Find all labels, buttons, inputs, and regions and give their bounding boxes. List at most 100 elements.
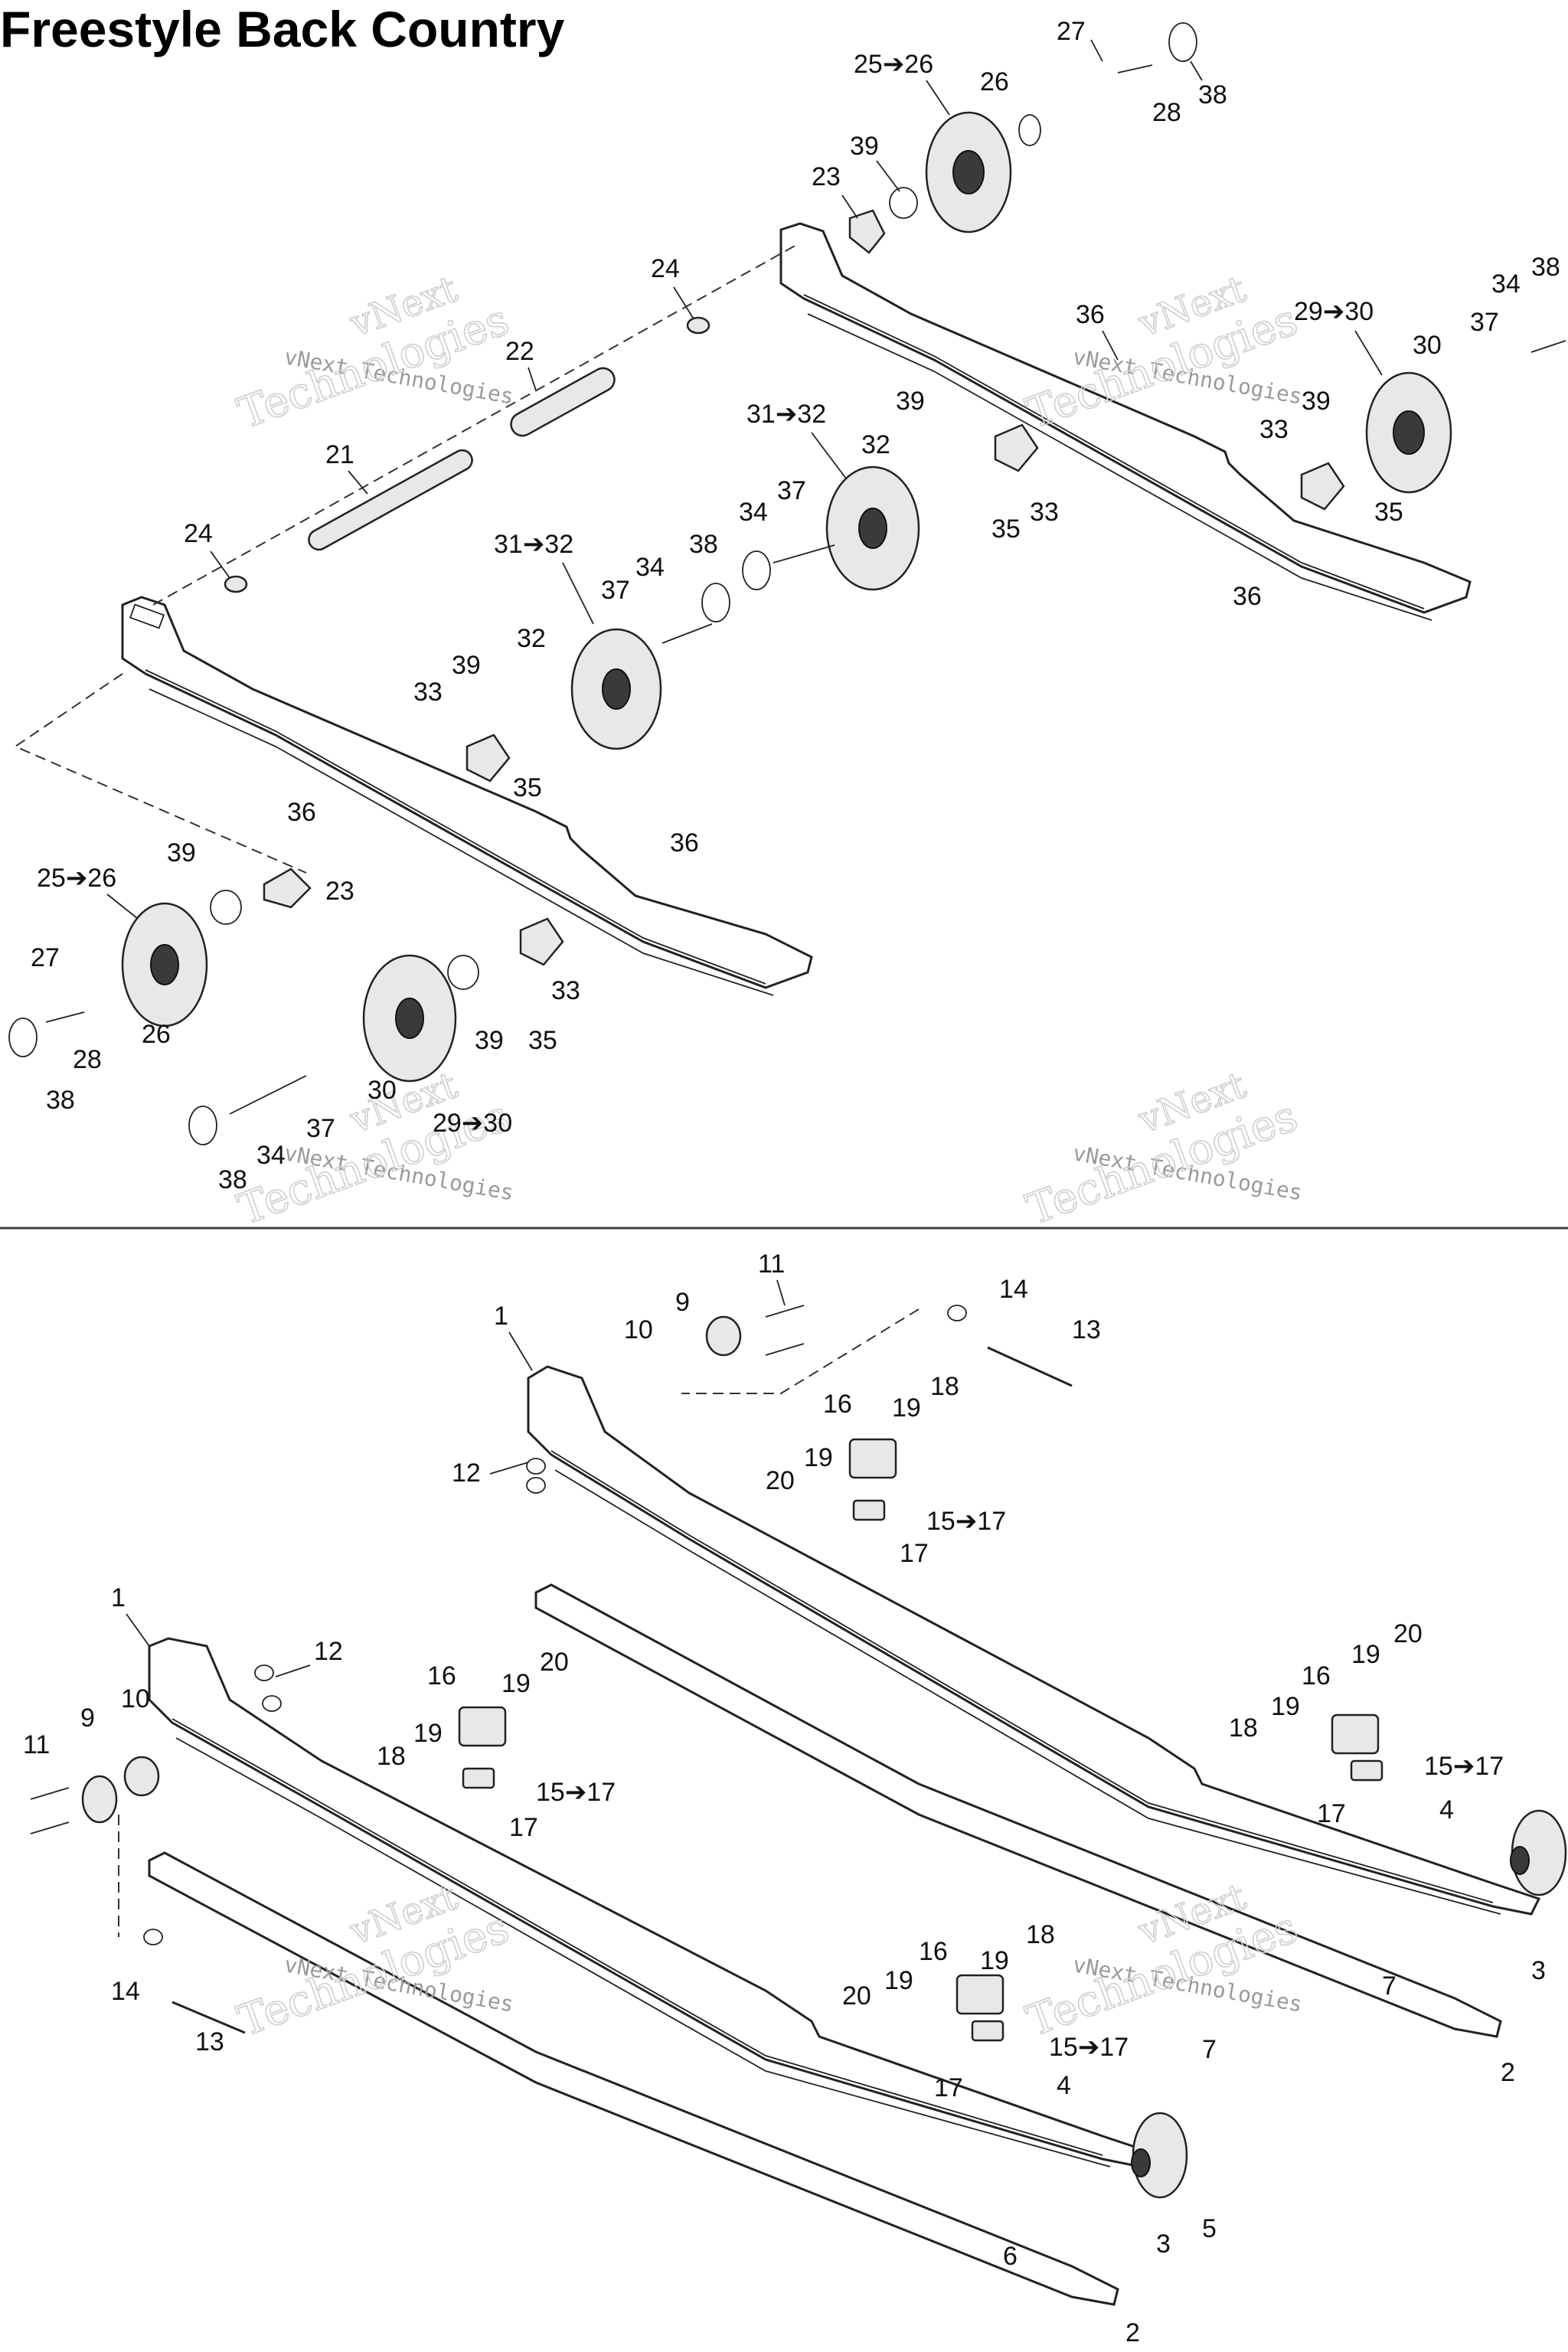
watermark-1: vNext vNext Technologies Technologies	[231, 267, 516, 439]
callout-37d: 37	[306, 1114, 335, 1143]
callout-34d: 34	[256, 1141, 286, 1170]
callout-32b: 32	[517, 624, 546, 653]
callout-19c: 19	[1351, 1640, 1380, 1669]
callout-35b: 35	[1374, 498, 1403, 527]
callout-12b: 12	[314, 1637, 343, 1666]
callout-18d: 18	[1026, 1920, 1055, 1949]
callouts-bottom: 11 14 9 13 1 10 16 19 18 12 19 20 15➔17 …	[23, 1250, 1546, 2347]
callout-33b: 33	[1030, 498, 1059, 527]
callout-33c: 33	[413, 678, 443, 707]
stopper-left	[1131, 2112, 1188, 2199]
watermark-6: vNext vNext Technologies Technologies	[1020, 1875, 1305, 2047]
callout-4a: 4	[1439, 1795, 1454, 1824]
stopper-right	[1510, 1809, 1567, 1896]
callout-25-26: 25➔26	[854, 50, 933, 79]
callout-13a: 13	[1072, 1315, 1101, 1344]
left-rail-top	[121, 596, 813, 996]
callout-38d: 38	[218, 1165, 247, 1194]
callout-19g: 19	[980, 1946, 1009, 1975]
callout-20b: 20	[1393, 1619, 1423, 1648]
wheel-top-right	[925, 111, 1012, 234]
callout-34b: 34	[739, 498, 768, 527]
callout-15-17c: 15➔17	[536, 1778, 616, 1807]
callout-19h: 19	[884, 1966, 913, 1995]
callout-2a: 2	[1501, 2058, 1515, 2087]
callout-21: 21	[325, 440, 354, 469]
wheel-lower-left	[121, 902, 208, 1027]
callout-33a: 33	[1259, 415, 1289, 444]
callout-16a: 16	[823, 1390, 852, 1419]
watermark-5: vNext vNext Technologies Technologies	[231, 1875, 516, 2047]
callout-16c: 16	[427, 1661, 456, 1690]
callout-16d: 16	[919, 1937, 948, 1966]
slider-blocks	[458, 1438, 1383, 2042]
callout-18b: 18	[1229, 1713, 1258, 1743]
callout-22: 22	[505, 337, 534, 366]
right-rail-top	[779, 222, 1472, 621]
callout-31-32b: 31➔32	[494, 530, 573, 559]
callout-2b: 2	[1125, 2318, 1140, 2347]
callout-30b: 30	[368, 1076, 397, 1105]
callout-27b: 27	[31, 943, 60, 972]
wheel-mid-right	[1365, 371, 1452, 494]
wheel-center	[825, 466, 920, 591]
callout-7a: 7	[1382, 1971, 1396, 2001]
callout-39b: 39	[1302, 387, 1331, 416]
callout-3b: 3	[1156, 2230, 1171, 2259]
callout-34c: 34	[635, 553, 665, 582]
callout-19e: 19	[1271, 1692, 1300, 1721]
callout-12a: 12	[452, 1459, 481, 1488]
upper-slide-bottom	[534, 1583, 1502, 2038]
callout-4b: 4	[1057, 2071, 1071, 2100]
upper-rail-bottom	[527, 1365, 1541, 1916]
callout-15-17a: 15➔17	[926, 1507, 1006, 1536]
callout-36a: 36	[1076, 300, 1105, 329]
callouts-top: 27 38 25➔26 26 28 39 23 24 22 21 24 36 2…	[31, 17, 1560, 1194]
callout-37b: 37	[777, 476, 806, 505]
callout-17b: 17	[1317, 1799, 1346, 1828]
lower-slide-bottom	[148, 1851, 1119, 2306]
callout-18a: 18	[930, 1372, 959, 1401]
callout-36b: 36	[1233, 582, 1262, 611]
callout-23: 23	[812, 162, 841, 191]
callout-25-26b: 25➔26	[37, 864, 116, 893]
callout-3a: 3	[1531, 1956, 1546, 1985]
page-title: Freestyle Back Country	[0, 1, 565, 57]
callout-19a: 19	[892, 1393, 921, 1423]
callout-28: 28	[1152, 98, 1181, 127]
callout-16b: 16	[1302, 1661, 1331, 1690]
wheel-lower-center	[362, 954, 457, 1083]
callout-32a: 32	[861, 430, 890, 459]
callout-11a: 11	[758, 1250, 785, 1279]
callout-38: 38	[1198, 80, 1227, 109]
callout-6: 6	[1003, 2242, 1018, 2271]
callout-10b: 10	[121, 1684, 150, 1713]
callout-14a: 14	[999, 1275, 1028, 1304]
callout-26b: 26	[142, 1020, 171, 1049]
callout-35a: 35	[991, 514, 1021, 544]
callout-26: 26	[980, 67, 1009, 96]
callout-39a: 39	[896, 387, 925, 416]
callout-20a: 20	[766, 1466, 795, 1495]
cross-shafts	[152, 244, 797, 606]
callout-39: 39	[850, 132, 879, 161]
callout-17c: 17	[509, 1813, 538, 1842]
callout-18c: 18	[377, 1742, 406, 1771]
bolts-bottom	[30, 1305, 1073, 2034]
callout-39d: 39	[167, 838, 196, 867]
callout-29-30b: 29➔30	[433, 1109, 512, 1138]
callout-24: 24	[651, 254, 680, 283]
callout-19f: 19	[413, 1719, 443, 1748]
callout-14b: 14	[111, 1977, 140, 2006]
callout-20d: 20	[842, 1981, 871, 2011]
wheel-left-center	[570, 628, 662, 750]
callout-29-30a: 29➔30	[1294, 297, 1374, 326]
callout-20c: 20	[540, 1648, 569, 1677]
callout-35c: 35	[513, 773, 542, 802]
callout-17a: 17	[900, 1539, 929, 1568]
callout-27: 27	[1057, 17, 1086, 46]
callout-7b: 7	[1202, 2035, 1217, 2064]
callout-35d: 35	[528, 1026, 557, 1055]
callout-11b: 11	[23, 1730, 50, 1759]
